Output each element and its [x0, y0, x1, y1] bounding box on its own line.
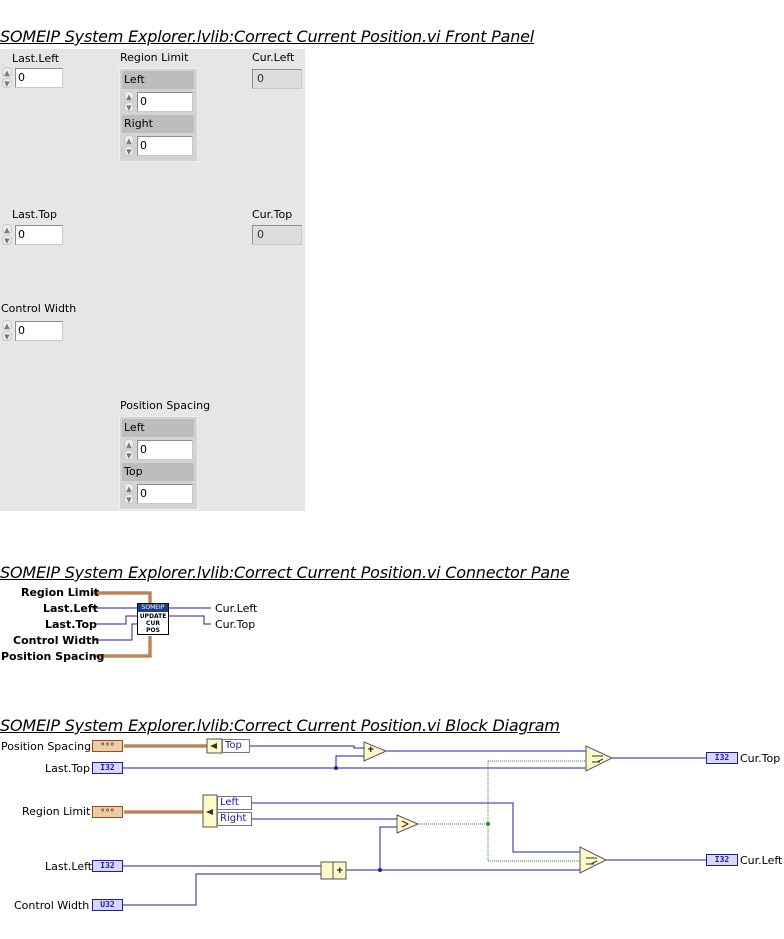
vi-icon-text-1: UPDATE: [139, 613, 167, 620]
block-diagram: Position Spacing Last.Top Region Limit L…: [0, 735, 784, 935]
position-spacing-left-control[interactable]: ▲▼ 0: [123, 439, 195, 461]
bd-position-spacing-label: Position Spacing: [1, 740, 92, 753]
last-top-control[interactable]: ▲▼ 0: [1, 224, 64, 246]
cur-top-label: Cur.Top: [252, 208, 293, 221]
cur-top-indicator: 0: [252, 225, 302, 245]
front-panel-title: SOMEIP System Explorer.lvlib:Correct Cur…: [0, 27, 535, 46]
region-right-spinner[interactable]: ▲▼: [123, 135, 135, 157]
bd-last-left-label: Last.Left: [45, 860, 93, 873]
position-spacing-top-control[interactable]: ▲▼ 0: [123, 483, 195, 505]
front-panel: Last.Left ▲▼ 0 Region Limit Left ▲▼ 0 Ri…: [0, 49, 305, 511]
position-spacing-terminal[interactable]: ⁰⁰⁰: [92, 740, 123, 752]
add-node-label[interactable]: +: [367, 745, 375, 755]
decrement-arrow-icon[interactable]: ▼: [124, 494, 134, 504]
vi-icon-text-3: POS: [146, 627, 160, 634]
spacing-top-spinner[interactable]: ▲▼: [123, 483, 135, 505]
last-left-label: Last.Left: [12, 52, 60, 65]
control-width-spinner[interactable]: ▲▼: [1, 320, 13, 342]
decrement-arrow-icon[interactable]: ▼: [2, 78, 12, 88]
increment-arrow-icon[interactable]: ▲: [124, 91, 134, 101]
last-top-label: Last.Top: [12, 208, 57, 221]
cp-input-last-top: Last.Top: [45, 618, 97, 631]
unbundle-right-item[interactable]: Right: [217, 812, 252, 826]
unbundle-top-item[interactable]: Top: [222, 739, 250, 753]
decrement-arrow-icon[interactable]: ▼: [2, 331, 12, 341]
control-width-label: Control Width: [1, 302, 77, 315]
region-limit-right-control[interactable]: ▲▼ 0: [123, 135, 195, 157]
increment-arrow-icon[interactable]: ▲: [2, 224, 12, 234]
vi-icon-text-2: CUR: [146, 620, 160, 627]
cp-output-cur-left: Cur.Left: [215, 602, 258, 615]
decrement-arrow-icon[interactable]: ▼: [124, 450, 134, 460]
increment-arrow-icon[interactable]: ▲: [124, 439, 134, 449]
cur-left-label: Cur.Left: [252, 51, 295, 64]
cur-left-indicator: 0: [252, 69, 302, 89]
cp-input-position-spacing: Position Spacing: [1, 650, 105, 663]
cur-top-terminal[interactable]: I32: [706, 752, 738, 764]
control-width-terminal[interactable]: U32: [92, 899, 123, 911]
vi-icon-banner: SOMEIP: [138, 604, 168, 612]
bd-cur-top-label: Cur.Top: [740, 752, 781, 765]
position-spacing-left-input[interactable]: 0: [137, 440, 193, 460]
decrement-arrow-icon[interactable]: ▼: [124, 146, 134, 156]
cp-output-cur-top: Cur.Top: [215, 618, 256, 631]
block-diagram-wires: [123, 738, 713, 906]
bd-last-top-label: Last.Top: [45, 762, 90, 775]
decrement-arrow-icon[interactable]: ▼: [2, 235, 12, 245]
region-limit-left-label: Left: [122, 71, 194, 89]
select-top-triangle: [585, 745, 614, 772]
position-spacing-top-label: Top: [122, 463, 194, 481]
last-left-input[interactable]: 0: [15, 68, 63, 88]
region-limit-right-input[interactable]: 0: [137, 136, 193, 156]
last-left-control[interactable]: ▲▼ 0: [1, 67, 64, 89]
last-left-terminal[interactable]: I32: [92, 860, 123, 872]
position-spacing-label: Position Spacing: [120, 399, 211, 412]
cp-input-region-limit: Region Limit: [21, 586, 100, 599]
select-bottom-triangle: [579, 846, 608, 874]
connector-pane-wires: [92, 591, 211, 658]
decrement-arrow-icon[interactable]: ▼: [124, 102, 134, 112]
cp-input-last-left: Last.Left: [43, 602, 98, 615]
increment-arrow-icon[interactable]: ▲: [2, 320, 12, 330]
add-node-triangle: [363, 741, 388, 762]
spacing-left-spinner[interactable]: ▲▼: [123, 439, 135, 461]
connector-pane-title: SOMEIP System Explorer.lvlib:Correct Cur…: [0, 563, 570, 582]
region-left-spinner[interactable]: ▲▼: [123, 91, 135, 113]
position-spacing-cluster: Left ▲▼ 0 Top ▲▼ 0: [119, 416, 198, 510]
bd-control-width-label: Control Width: [14, 899, 90, 912]
unbundle-left-item[interactable]: Left: [217, 796, 252, 810]
bd-cur-left-label: Cur.Left: [740, 854, 783, 867]
increment-arrow-icon[interactable]: ▲: [2, 67, 12, 77]
region-limit-label: Region Limit: [120, 51, 189, 64]
cp-input-control-width: Control Width: [13, 634, 100, 647]
add2-node-label[interactable]: +: [336, 866, 344, 876]
region-limit-cluster: Left ▲▼ 0 Right ▲▼ 0: [119, 68, 198, 162]
vi-icon: SOMEIP UPDATE CUR POS: [137, 603, 169, 635]
position-spacing-top-input[interactable]: 0: [137, 484, 193, 504]
connector-pane: Region Limit Last.Left Last.Top Control …: [0, 584, 300, 664]
position-spacing-left-label: Left: [122, 419, 194, 437]
region-limit-left-control[interactable]: ▲▼ 0: [123, 91, 195, 113]
last-top-spinner[interactable]: ▲▼: [1, 224, 13, 246]
region-limit-right-label: Right: [122, 115, 194, 133]
last-top-input[interactable]: 0: [15, 225, 63, 245]
region-limit-terminal[interactable]: ⁰⁰⁰: [92, 806, 123, 818]
increment-arrow-icon[interactable]: ▲: [124, 483, 134, 493]
bd-region-limit-label: Region Limit: [22, 805, 91, 818]
block-diagram-title: SOMEIP System Explorer.lvlib:Correct Cur…: [0, 716, 560, 735]
region-limit-left-input[interactable]: 0: [137, 92, 193, 112]
increment-arrow-icon[interactable]: ▲: [124, 135, 134, 145]
control-width-control[interactable]: ▲▼ 0: [1, 320, 64, 342]
cur-left-terminal[interactable]: I32: [706, 854, 738, 866]
last-top-terminal[interactable]: I32: [92, 762, 123, 774]
control-width-input[interactable]: 0: [15, 321, 63, 341]
last-left-spinner[interactable]: ▲▼: [1, 67, 13, 89]
